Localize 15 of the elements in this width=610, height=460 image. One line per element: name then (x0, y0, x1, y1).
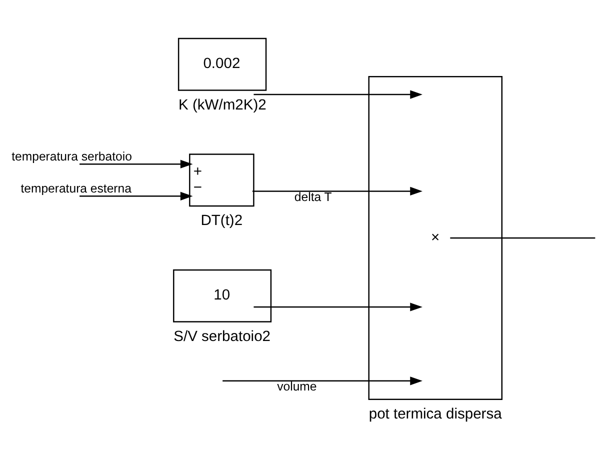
edge-label: temperatura serbatoio (12, 149, 132, 164)
node-label: K (kW/m2K)2 (178, 97, 266, 114)
arrow (252, 186, 422, 196)
edge-label: volume (277, 380, 317, 394)
arrow (80, 192, 193, 200)
arrow (254, 302, 422, 312)
node-label: DT(t)2 (200, 213, 243, 230)
edge-label: temperatura esterna (20, 181, 132, 196)
node-label: pot termica dispersa (368, 406, 502, 423)
edge-label: delta T (294, 190, 332, 204)
connector (450, 237, 596, 239)
node-label: S/V serbatoio2 (174, 328, 271, 345)
arrow (222, 376, 422, 386)
arrow (254, 90, 422, 99)
arrow (80, 160, 193, 168)
